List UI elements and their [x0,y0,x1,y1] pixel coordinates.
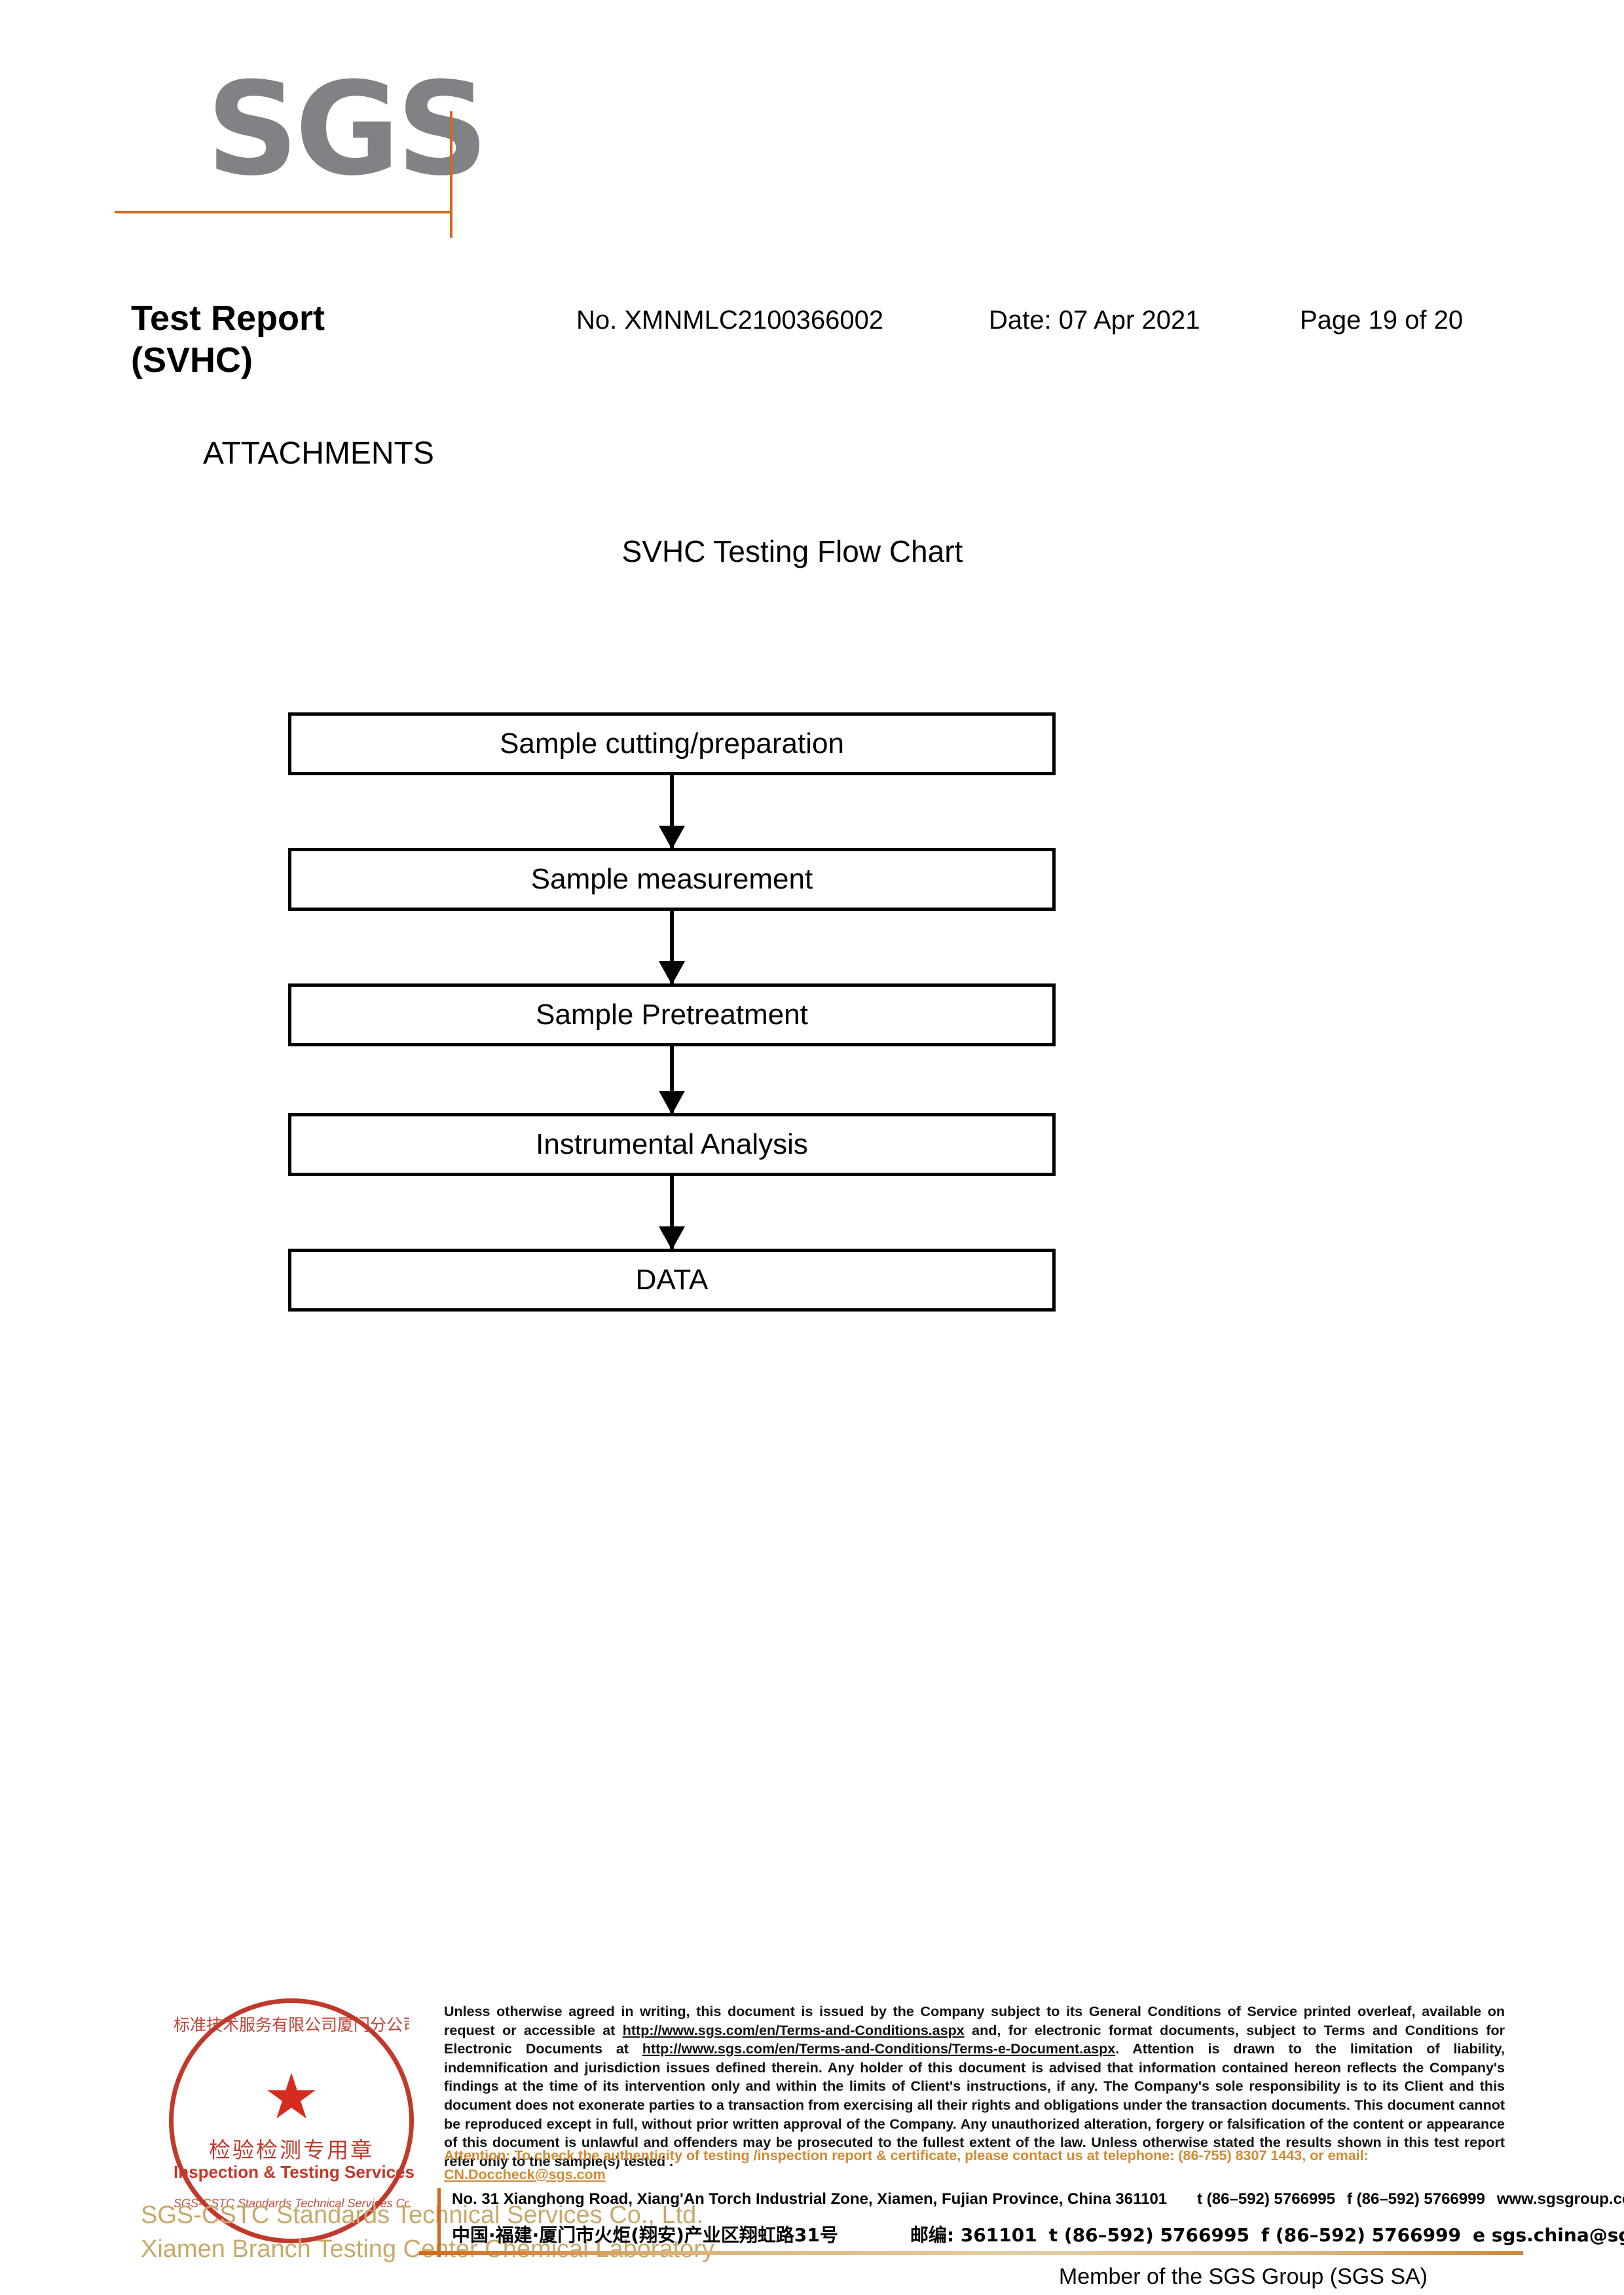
star-icon: ★ [263,2062,320,2132]
report-header: Test Report (SVHC) No. XMNMLC2100366002 … [0,298,1624,409]
flow-step-3-label: Sample Pretreatment [536,999,808,1031]
sgs-wordmark: SGS [206,55,489,204]
flow-step-1: Sample cutting/preparation [288,712,1056,775]
address-cn-fax: f (86–592) 5766999 [1261,2224,1462,2246]
flow-arrow-3 [659,1046,685,1114]
logo-vertical-rule [450,111,452,238]
flow-step-1-label: Sample cutting/preparation [500,727,844,760]
logo-horizontal-rule [115,211,452,213]
flow-step-3: Sample Pretreatment [288,983,1056,1046]
seal-chinese-text: 检验检测专用章 [209,2137,374,2163]
address-en-street: No. 31 Xianghong Road, Xiang'An Torch In… [452,2190,1168,2208]
address-cn-street: 中国·福建·厦门市火炬(翔安)产业区翔虹路31号 [452,2224,838,2246]
report-number: No. XMNMLC2100366002 [576,306,884,335]
address-en-fax: f (86–592) 5766999 [1346,2190,1485,2208]
flow-step-4-label: Instrumental Analysis [536,1128,808,1160]
sgs-logo: SGS [115,65,489,242]
sgs-china-email-link[interactable]: e sgs.china@sgs.com [1473,2224,1624,2246]
attachments-heading: ATTACHMENTS [203,436,434,471]
flow-step-5: DATA [288,1249,1056,1312]
address-line-english: No. 31 Xianghong Road, Xiang'An Torch In… [452,2190,1624,2209]
disclaimer-text-3: . Attention is drawn to the limitation o… [444,2041,1505,2169]
address-line-chinese: 中国·福建·厦门市火炬(翔安)产业区翔虹路31号 邮编: 361101 t (86–… [452,2221,1624,2247]
report-date: Date: 07 Apr 2021 [989,306,1200,335]
address-cn-zip: 邮编: 361101 [910,2224,1037,2246]
company-name-line-2: Xiamen Branch Testing Center Chemical La… [141,2235,714,2263]
page-footer: 标准技术服务有限公司厦门分公司 ★ 检验检测专用章 Inspection & T… [0,1958,1624,2295]
inspection-testing-seal: 标准技术服务有限公司厦门分公司 ★ 检验检测专用章 Inspection & T… [169,1998,415,2243]
flow-arrow-4 [659,1176,685,1250]
disclaimer-text-2: and, for electronic format documents, su… [444,2022,1505,2057]
page-title: Test Report (SVHC) [131,299,325,380]
footer-bottom-rule [419,2251,1523,2255]
seal-arc-bottom-text: SGS-CSTC Standards Technical Services Co… [174,2197,409,2210]
terms-e-document-link[interactable]: http://www.sgs.com/en/Terms-and-Conditio… [642,2041,1116,2057]
flow-chart-title-text: SVHC Testing Flow Chart [621,534,963,568]
attention-text: Attention: To check the authenticity of … [444,2148,1369,2163]
address-en-tel: t (86–592) 5766995 [1197,2190,1335,2208]
seal-english-text: Inspection & Testing Services [174,2162,415,2182]
sgs-website-link[interactable]: www.sgsgroup.com.cn [1496,2190,1624,2208]
flow-chart-title: SVHC Testing Flow Chart [0,534,1624,569]
legal-disclaimer: Unless otherwise agreed in writing, this… [444,2002,1505,2171]
address-cn-tel: t (86–592) 5766995 [1048,2224,1249,2246]
disclaimer-text-1: Unless otherwise agreed in writing, this… [444,2004,1505,2038]
sgs-group-member-line: Member of the SGS Group (SGS SA) [1058,2264,1428,2289]
doccheck-email-link[interactable]: CN.Doccheck@sgs.com [444,2166,606,2182]
terms-conditions-link[interactable]: http://www.sgs.com/en/Terms-and-Conditio… [622,2022,965,2038]
flow-arrow-2 [659,911,685,985]
page-indicator: Page 19 of 20 [1300,306,1464,335]
flow-step-2-label: Sample measurement [530,863,813,895]
seal-arc-top-text: 标准技术服务有限公司厦门分公司 [174,2015,409,2034]
flow-step-4: Instrumental Analysis [288,1113,1056,1176]
footer-vertical-divider [437,2188,441,2257]
flow-step-2: Sample measurement [288,848,1056,911]
authenticity-attention-note: Attention: To check the authenticity of … [444,2146,1511,2184]
svhc-testing-flow-chart: Sample cutting/preparation Sample measur… [288,712,1056,1321]
company-name-line-1: SGS-CSTC Standards Technical Services Co… [141,2201,703,2229]
flow-step-5-label: DATA [635,1264,709,1296]
flow-arrow-1 [659,775,685,849]
